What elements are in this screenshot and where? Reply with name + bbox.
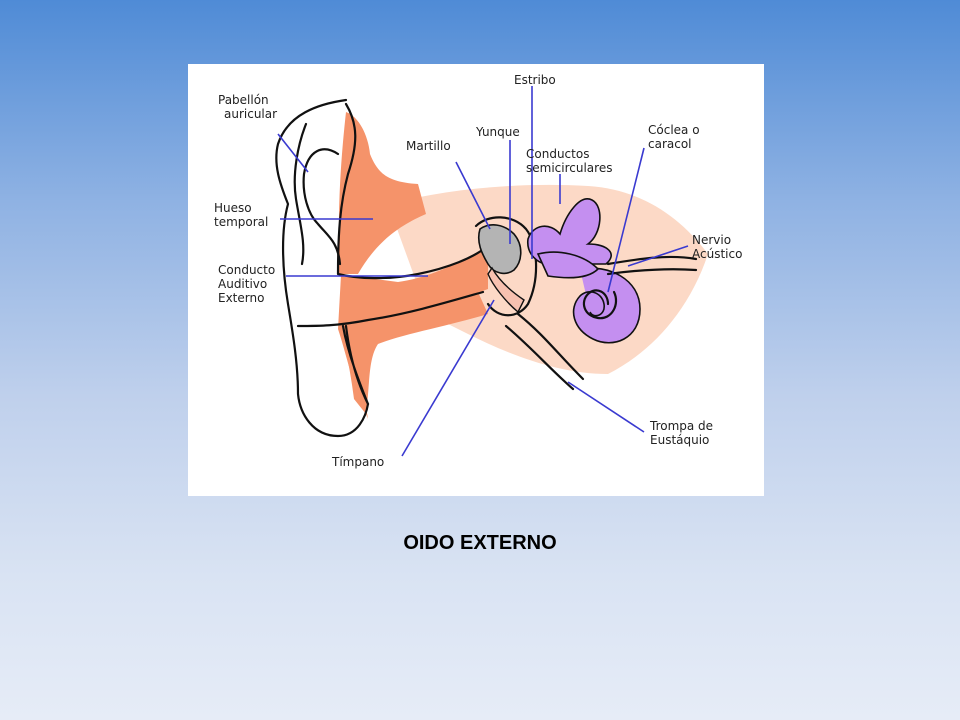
label-coclea: Cóclea o caracol	[648, 123, 703, 151]
label-conducto: Conducto Auditivo Externo	[218, 263, 279, 305]
leader-nervio	[627, 245, 689, 267]
label-timpano: Tímpano	[331, 455, 384, 469]
cochlea	[572, 267, 641, 344]
leader-pabellon	[277, 133, 309, 173]
label-pabellon: Pabellón auricular	[218, 93, 277, 121]
label-estribo: Estribo	[514, 73, 556, 87]
pinna-inner-outline	[293, 122, 308, 266]
acoustic-nerve-2	[606, 268, 698, 276]
cochlea-spiral	[582, 289, 618, 320]
label-martillo: Martillo	[406, 139, 451, 153]
tube-outline-lower	[504, 324, 575, 391]
tympanic-membrane	[487, 266, 525, 314]
label-semicirculares: Conductos semicirculares	[526, 147, 612, 175]
inner-ear	[527, 198, 641, 344]
slide-caption: OIDO EXTERNO	[403, 532, 557, 554]
label-yunque: Yunque	[475, 125, 520, 139]
canal-top-outline	[336, 102, 490, 280]
ear-anatomy-diagram: Pabellón auricular Hueso temporal Conduc…	[188, 64, 764, 496]
lobe-outline	[341, 324, 370, 406]
vestibule	[536, 251, 600, 279]
helix-outline	[302, 148, 342, 266]
upper-canal-flesh	[338, 112, 426, 274]
leader-coclea	[607, 147, 645, 293]
pinna-outline	[275, 98, 370, 438]
label-trompa: Trompa de Eustáquio	[649, 419, 717, 447]
leader-trompa	[567, 381, 645, 433]
tube-outline	[516, 312, 585, 381]
middle-ear-outline	[474, 216, 538, 317]
ear-anatomy-svg: Pabellón auricular Hueso temporal Conduc…	[214, 73, 742, 469]
lower-canal-flesh	[340, 292, 488, 414]
label-nervio: Nervio Acústico	[692, 233, 742, 261]
leader-martillo	[455, 161, 491, 230]
label-hueso: Hueso temporal	[214, 201, 268, 229]
leader-timpano	[401, 299, 495, 457]
canal-bottom-outline	[296, 290, 485, 328]
